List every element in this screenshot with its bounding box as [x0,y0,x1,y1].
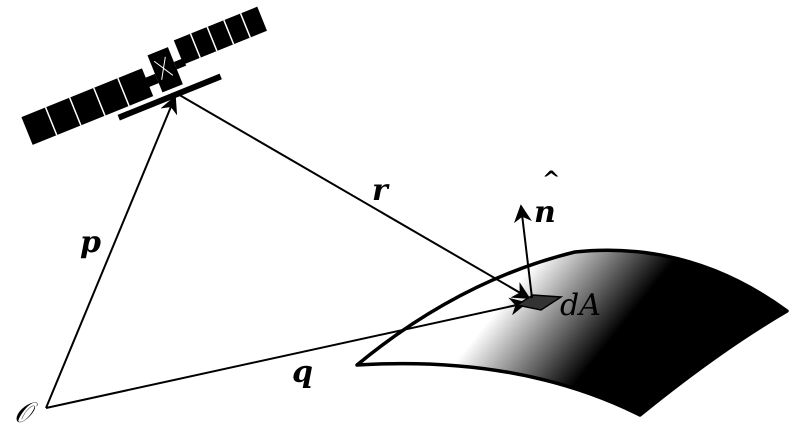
solar-array-left [21,68,154,145]
vector-r [175,92,531,299]
satellite-icon [21,6,267,145]
solar-array-right [173,6,267,65]
label-dA: dA [560,288,601,323]
label-n-hat-accent: ^ [542,167,560,193]
vector-q [45,297,528,409]
curved-surface [355,248,789,417]
label-r: r [372,173,390,208]
label-q: q [292,355,313,390]
area-element-dA [515,294,564,311]
normal-vector [513,204,533,299]
vector-p [45,95,178,409]
label-n-hat: n [534,195,556,230]
label-p: p [80,225,101,260]
label-origin: 𝒪 [14,396,38,429]
